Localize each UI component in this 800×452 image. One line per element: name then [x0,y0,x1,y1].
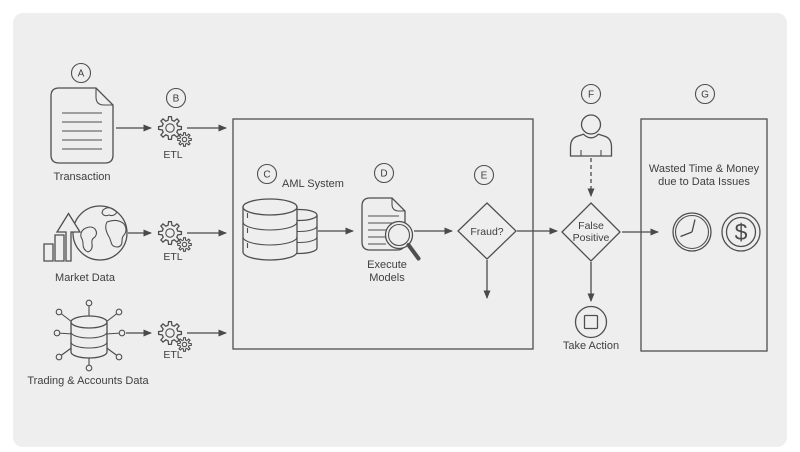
badge-a: A [70,62,92,84]
badge-e: E [473,164,495,186]
etl-node-1: ETL [157,115,192,161]
trading-accounts-source: Trading & Accounts Data [27,299,150,387]
badge-e-label: E [481,171,488,182]
aml-system-node: AML System [242,178,344,261]
gears-icon [157,320,192,352]
badge-g: G [694,83,716,105]
badge-f-label: F [588,90,594,101]
wasted-outcome-box [640,118,768,352]
dollar-glyph: $ [735,219,748,245]
aml-system-label: AML System [282,178,344,190]
transaction-source: Transaction [50,87,114,183]
dollar-icon: $ [721,212,761,252]
database-network-icon [53,299,126,372]
etl-label-1: ETL [163,149,182,161]
execute-models-label-line2: Models [369,272,405,284]
badge-c: C [256,163,278,185]
outcome-label-line1: Wasted Time & Money [649,163,760,175]
person-icon [569,114,613,157]
badge-f: F [580,83,602,105]
market-data-source: Market Data [43,205,128,284]
badge-d-label: D [380,169,387,180]
fraud-diamond [457,202,517,260]
fraud-decision: Fraud? [457,202,517,260]
trading-accounts-label: Trading & Accounts Data [27,375,149,387]
transaction-label: Transaction [53,171,110,183]
letter-badges: A B C D E F G [70,62,716,186]
badge-c-label: C [263,170,270,181]
false-positive-label-line2: Positive [573,232,610,244]
aml-system-box [232,118,534,350]
fraud-label: Fraud? [470,226,503,238]
execute-models-label-line1: Execute [367,259,407,271]
wasted-outcome-node: Wasted Time & Money due to Data Issues $ [649,163,761,252]
false-positive-label-line1: False [578,220,604,232]
execute-models-node: Execute Models [361,197,421,284]
clock-icon [672,212,712,252]
connectors [116,124,659,337]
badge-g-label: G [701,90,709,101]
outcome-label-line2: due to Data Issues [658,176,750,188]
badge-d: D [373,162,395,184]
etl-node-3: ETL [157,320,192,361]
badge-b-label: B [173,94,180,105]
database-stack-icon [242,198,318,261]
take-action-label: Take Action [563,340,619,352]
analyst-node [569,114,613,157]
stop-button-icon [574,305,608,339]
gears-icon [157,115,192,147]
false-positive-decision: False Positive [561,202,621,262]
market-data-label: Market Data [55,272,116,284]
etl-label-3: ETL [163,349,182,361]
etl-label-2: ETL [163,251,182,263]
globe-chart-icon [43,205,128,262]
badge-a-label: A [78,69,85,80]
badge-b: B [165,87,187,109]
etl-node-2: ETL [157,220,192,263]
document-icon [50,87,114,164]
false-positive-diamond [561,202,621,262]
document-search-icon [361,197,421,261]
take-action-node: Take Action [563,305,619,352]
gears-icon [157,220,192,252]
